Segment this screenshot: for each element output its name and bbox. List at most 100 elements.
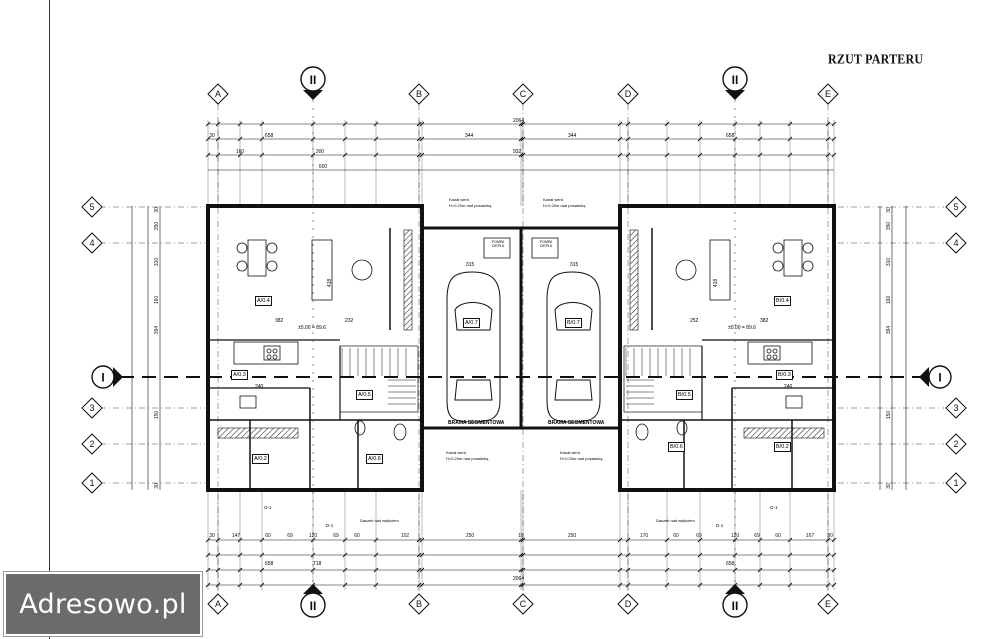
dim-value: 30 [886, 207, 892, 213]
dim-value: 300 [316, 149, 325, 155]
axis-marker-D-label: D [625, 599, 632, 609]
axis-marker-5: 5 [81, 196, 103, 218]
dim-value: 160 [154, 296, 160, 305]
axis-marker-C: C [512, 593, 534, 615]
axis-marker-1-label: 1 [89, 478, 94, 488]
dim-value: 150 [886, 411, 892, 420]
svg-text:II: II [310, 73, 317, 87]
dim-value: 160 [886, 296, 892, 305]
svg-text:I: I [938, 371, 941, 385]
axis-marker-A: A [207, 83, 229, 105]
section-marker-I: I [919, 365, 952, 389]
axis-marker-E-label: E [825, 89, 831, 99]
dim-value: 69 [287, 533, 293, 539]
axis-marker-4-label: 4 [89, 238, 94, 248]
axis-marker-1-label: 1 [953, 478, 958, 488]
dim-value: 60 [354, 533, 360, 539]
dim-value: 350 [154, 222, 160, 231]
dim-value: 30 [154, 483, 160, 489]
svg-text:II: II [310, 599, 317, 613]
axis-marker-5-label: 5 [89, 202, 94, 212]
section-marker-I: I [91, 365, 123, 389]
axis-marker-3: 3 [81, 397, 103, 419]
axis-marker-D: D [617, 593, 639, 615]
axis-marker-B: B [408, 83, 430, 105]
axis-marker-2-label: 2 [89, 439, 94, 449]
section-marker-II: II [300, 584, 326, 618]
dim-value: 310 [154, 258, 160, 267]
axis-marker-E: E [817, 593, 839, 615]
staircases [339, 345, 703, 413]
dim-value: 600 [319, 164, 328, 170]
dim-value: 60 [775, 533, 781, 539]
axis-marker-4: 4 [81, 232, 103, 254]
sheet-border-line [49, 0, 50, 639]
dim-value: 16 [518, 533, 524, 539]
axis-marker-D-label: D [625, 89, 632, 99]
bathroom-fixtures [239, 395, 803, 441]
dim-value: 150 [154, 411, 160, 420]
svg-text:II: II [732, 599, 739, 613]
axis-marker-3: 3 [945, 397, 967, 419]
dim-value: 160 [236, 149, 245, 155]
dim-value: 30 [154, 207, 160, 213]
dim-value: 250 [568, 533, 577, 539]
dim-value: 30 [827, 533, 833, 539]
dim-value: 120 [731, 533, 740, 539]
axis-marker-C: C [512, 83, 534, 105]
dim-value: 30 [209, 133, 215, 139]
axis-marker-1: 1 [81, 472, 103, 494]
section-marker-I-label: I [101, 371, 104, 385]
axis-marker-3-label: 3 [89, 403, 94, 413]
dim-value: 394 [886, 326, 892, 335]
kitchen-units [233, 239, 813, 365]
dim-value: 30 [209, 533, 215, 539]
dim-value: 170 [640, 533, 649, 539]
heat-pump-boxes [483, 237, 559, 259]
axis-marker-C-label: C [520, 599, 527, 609]
axis-marker-A-label: A [215, 599, 221, 609]
axis-marker-2: 2 [945, 433, 967, 455]
dim-value: 120 [309, 533, 318, 539]
axis-marker-4: 4 [945, 232, 967, 254]
dim-value: 30 [886, 483, 892, 489]
svg-text:II: II [732, 73, 739, 87]
axis-marker-A-label: A [215, 89, 221, 99]
watermark-text: Adresowo.pl [19, 588, 187, 620]
axis-marker-E: E [817, 83, 839, 105]
dim-value: 167 [806, 533, 815, 539]
sheet-title: RZUT PARTERU [828, 51, 924, 67]
axis-marker-5-label: 5 [953, 202, 958, 212]
dim-value: 69 [696, 533, 702, 539]
axis-marker-E-label: E [825, 599, 831, 609]
axis-marker-C-label: C [520, 89, 527, 99]
dining-tables [236, 239, 814, 281]
axis-marker-2-label: 2 [953, 439, 958, 449]
dim-value: 394 [154, 326, 160, 335]
axis-marker-2: 2 [81, 433, 103, 455]
dim-value: 350 [886, 222, 892, 231]
watermark-badge: Adresowo.pl [3, 571, 203, 637]
dim-value: 310 [886, 258, 892, 267]
axis-marker-B: B [408, 593, 430, 615]
axis-marker-D: D [617, 83, 639, 105]
axis-marker-B-label: B [416, 89, 422, 99]
axis-marker-3-label: 3 [953, 403, 958, 413]
axis-marker-4-label: 4 [953, 238, 958, 248]
dim-value: 147 [232, 533, 241, 539]
dim-value: 69 [333, 533, 339, 539]
dim-value: 60 [673, 533, 679, 539]
axis-marker-5: 5 [945, 196, 967, 218]
section-marker-II: II [722, 584, 748, 618]
dim-value: 102 [401, 533, 410, 539]
wall-hatching [217, 229, 825, 439]
section-marker-II: II [722, 66, 748, 100]
dim-value: 60 [265, 533, 271, 539]
building-walls [206, 204, 836, 492]
garage-cars [446, 271, 601, 423]
axis-marker-1: 1 [945, 472, 967, 494]
section-marker-II: II [300, 66, 326, 100]
dim-value: 69 [754, 533, 760, 539]
dim-value: 250 [466, 533, 475, 539]
